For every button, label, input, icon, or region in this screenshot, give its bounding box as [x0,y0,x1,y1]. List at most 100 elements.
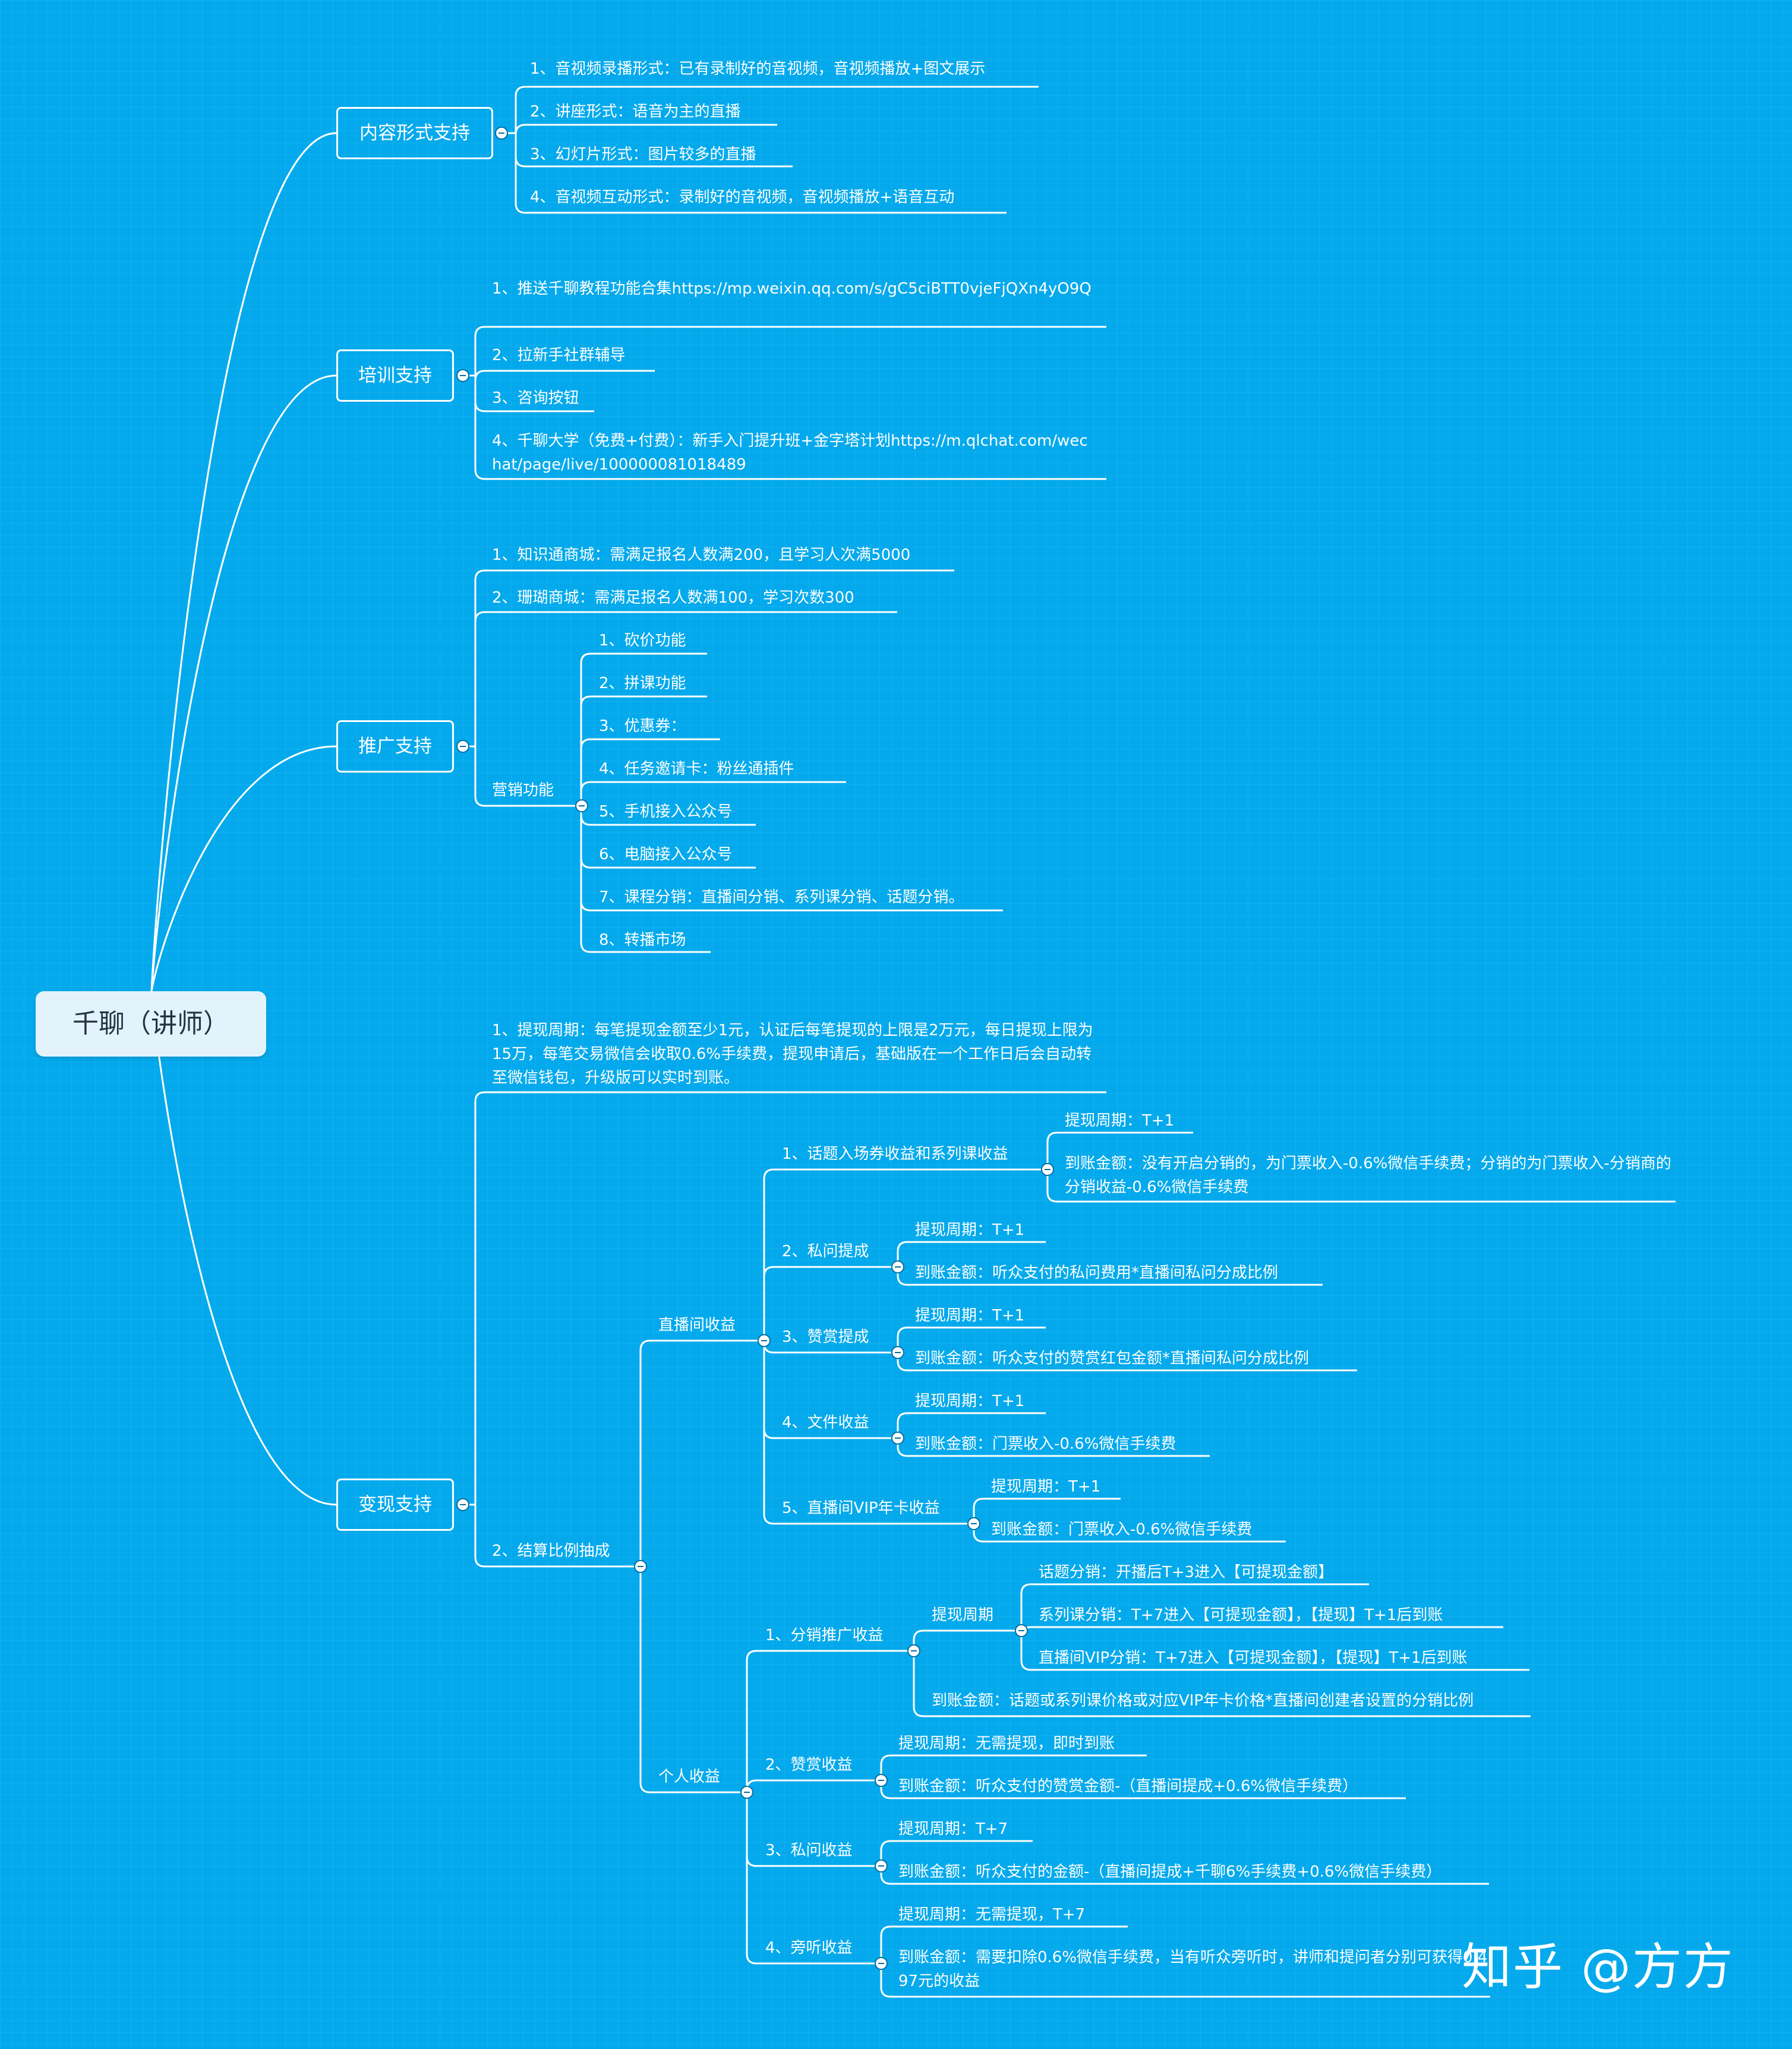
personal-item-1-title[interactable]: 1、分销推广收益 [765,1626,884,1644]
collapse-icon[interactable] [967,1517,980,1530]
collapse-icon[interactable] [891,1432,904,1445]
personal-item-3-amount[interactable]: 到账金额：听众支付的金额-（直播间提成+千聊6%手续费+0.6%微信手续费） [898,1863,1442,1881]
monetize-link-2 [463,1503,635,1568]
live2-link-1 [897,1241,1046,1267]
collapse-icon[interactable] [1015,1624,1028,1637]
live2-link-2 [897,1267,1323,1286]
settlement-ratio[interactable]: 2、结算比例抽成 [492,1542,610,1560]
live4-link-1 [897,1412,1046,1438]
collapse-icon[interactable] [907,1644,920,1657]
live5-link-1 [973,1498,1121,1524]
training-item-3[interactable]: 3、咨询按钮 [492,389,579,407]
content-item-3[interactable]: 3、幻灯片形式：图片较多的直播 [530,146,756,163]
personal-item-3-cycle[interactable]: 提现周期：T+7 [898,1820,1008,1838]
live3-link-1 [897,1326,1046,1353]
promotion-item-2[interactable]: 2、珊瑚商城：需满足报名人数满100，学习次数300 [492,589,854,607]
branch-promotion-support[interactable]: 推广支持 [336,720,454,773]
marketing-item-7[interactable]: 7、课程分销：直播间分销、系列课分销、话题分销。 [599,888,964,906]
marketing-link-1 [580,652,707,807]
marketing-link-8 [580,805,711,953]
live-item-1-title[interactable]: 1、话题入场券收益和系列课收益 [782,1145,1008,1163]
root-node[interactable]: 千聊（讲师） [36,991,266,1057]
personal-item-1-cycle-3[interactable]: 直播间VIP分销：T+7进入【可提现金额】，【提现】T+1后到账 [1039,1649,1468,1667]
personal-item-4-title[interactable]: 4、旁听收益 [765,1939,853,1957]
training-link-2 [463,370,655,381]
live-item-5-cycle[interactable]: 提现周期：T+1 [991,1478,1101,1496]
personal-item-3-title[interactable]: 3、私问收益 [765,1842,853,1859]
collapse-icon[interactable] [875,1859,888,1873]
content-link-1 [501,86,1039,134]
collapse-icon[interactable] [495,127,508,140]
content-item-4[interactable]: 4、音视频互动形式：录制好的音视频，音视频播放+语音互动 [530,188,955,206]
withdraw-cycle[interactable]: 1、提现周期：每笔提现金额至少1元，认证后每笔提现的上限是2万元，每日提现上限为… [492,1022,1093,1087]
live-item-4-title[interactable]: 4、文件收益 [782,1414,869,1432]
training-item-1[interactable]: 1、推送千聊教程功能合集https://mp.weixin.qq.com/s/g… [492,280,1091,298]
collapse-icon[interactable] [891,1260,904,1273]
personal-income[interactable]: 个人收益 [658,1768,721,1786]
marketing-item-2[interactable]: 2、拼课功能 [599,674,686,692]
branch-monetize-support[interactable]: 变现支持 [336,1479,454,1531]
connector-root-4 [150,991,337,1506]
personal2-link-1 [880,1754,1147,1780]
collapse-icon[interactable] [875,1957,888,1970]
live-item-1-amount[interactable]: 到账金额：没有开启分销的，为门票收入-0.6%微信手续费；分销的为门票收入-分销… [1065,1155,1671,1196]
training-link-4 [463,374,1106,480]
collapse-icon[interactable] [740,1786,753,1799]
training-item-4[interactable]: 4、千聊大学（免费+付费）：新手入门提升班+金字塔计划https://m.qlc… [492,432,1088,474]
personal4-link-1 [880,1925,1128,1963]
collapse-icon[interactable] [456,740,469,753]
live-item-3-cycle[interactable]: 提现周期：T+1 [915,1307,1025,1325]
personal-item-1-amount[interactable]: 到账金额：话题或系列课价格或对应VIP年卡价格*直播间创建者设置的分销比例 [932,1692,1474,1710]
marketing-item-6[interactable]: 6、电脑接入公众号 [599,846,733,863]
personal-item-2-cycle[interactable]: 提现周期：无需提现，即时到账 [898,1735,1115,1752]
live-item-3-title[interactable]: 3、赞赏提成 [782,1328,869,1346]
personal-item-4-cycle[interactable]: 提现周期：无需提现，T+7 [898,1906,1086,1924]
connector-root-2 [150,374,337,992]
live1-link-1 [1046,1131,1193,1169]
settle-link-2 [639,1566,746,1793]
live-item-2-amount[interactable]: 到账金额：听众支付的私问费用*直播间私问分成比例 [915,1264,1279,1282]
live-room-income[interactable]: 直播间收益 [658,1316,736,1334]
live3-link-2 [897,1353,1357,1372]
marketing-item-5[interactable]: 5、手机接入公众号 [599,803,733,821]
personal4-link-2 [880,1963,1490,1998]
live-item-2-cycle[interactable]: 提现周期：T+1 [915,1221,1025,1239]
personal-item-1-cycle-label[interactable]: 提现周期 [932,1606,994,1624]
training-item-2[interactable]: 2、拉新手社群辅导 [492,346,626,364]
collapse-icon[interactable] [456,369,469,382]
branch-training-support[interactable]: 培训支持 [336,349,454,402]
live-item-4-amount[interactable]: 到账金额：门票收入-0.6%微信手续费 [915,1435,1176,1453]
live-item-3-amount[interactable]: 到账金额：听众支付的赞赏红包金额*直播间私问分成比例 [915,1350,1310,1367]
content-link-4 [501,132,1007,214]
live-item-5-amount[interactable]: 到账金额：门票收入-0.6%微信手续费 [991,1521,1252,1539]
marketing-item-4[interactable]: 4、任务邀请卡：粉丝通插件 [599,760,794,778]
personal1-cycle-link-2 [1020,1626,1503,1637]
connector-root-1 [150,132,337,992]
collapse-icon[interactable] [891,1346,904,1359]
marketing-functions[interactable]: 营销功能 [492,781,554,799]
promotion-item-1[interactable]: 1、知识通商城：需满足报名人数满200，且学习人次满5000 [492,546,911,564]
live-item-1-cycle[interactable]: 提现周期：T+1 [1065,1112,1175,1130]
personal-item-2-amount[interactable]: 到账金额：听众支付的赞赏金额-（直播间提成+0.6%微信手续费） [898,1777,1358,1795]
live-link-5 [763,1341,974,1525]
personal-item-1-cycle-1[interactable]: 话题分销：开播后T+3进入【可提现金额】 [1039,1563,1334,1581]
marketing-item-8[interactable]: 8、转播市场 [599,931,686,949]
collapse-icon[interactable] [575,799,588,812]
content-item-2[interactable]: 2、讲座形式：语音为主的直播 [530,103,741,121]
collapse-icon[interactable] [758,1334,771,1347]
collapse-icon[interactable] [634,1560,647,1573]
live-item-5-title[interactable]: 5、直播间VIP年卡收益 [782,1499,940,1517]
marketing-item-3[interactable]: 3、优惠券： [599,717,686,735]
branch-content-support[interactable]: 内容形式支持 [336,107,493,159]
collapse-icon[interactable] [875,1774,888,1787]
live-item-2-title[interactable]: 2、私问提成 [782,1243,869,1260]
marketing-item-1[interactable]: 1、砍价功能 [599,632,686,650]
content-item-1[interactable]: 1、音视频录播形式：已有录制好的音视频，音视频播放+图文展示 [530,60,986,78]
collapse-icon[interactable] [1041,1163,1054,1176]
personal-item-1-cycle-2[interactable]: 系列课分销：T+7进入【可提现金额】，【提现】T+1后到账 [1039,1606,1443,1624]
marketing-link-3 [580,738,720,807]
live-item-4-cycle[interactable]: 提现周期：T+1 [915,1392,1025,1410]
personal-item-4-amount[interactable]: 到账金额：需要扣除0.6%微信手续费，当有听众旁听时，讲师和提问者分别可获得0.… [898,1949,1488,1990]
collapse-icon[interactable] [456,1498,469,1511]
personal-item-2-title[interactable]: 2、赞赏收益 [765,1756,853,1774]
